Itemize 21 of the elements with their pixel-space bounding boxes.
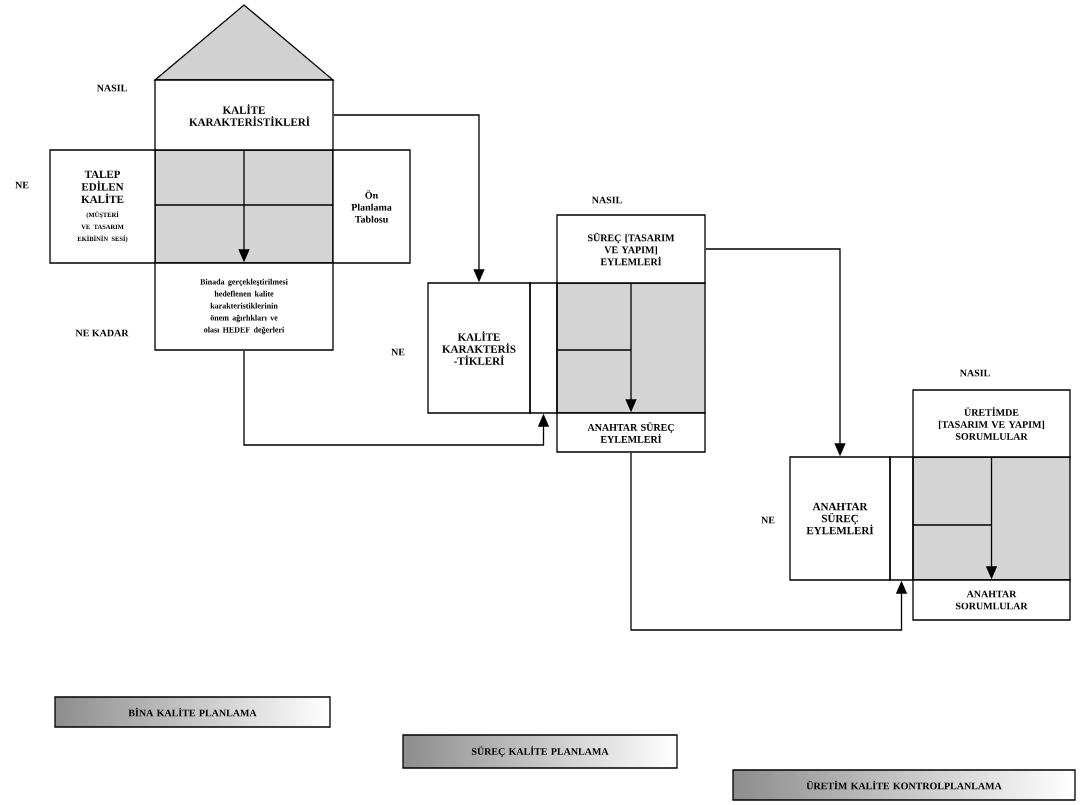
axis-label: NE	[761, 516, 775, 524]
result-box: ANAHTAR SORUMLULAR	[912, 579, 1071, 621]
heading-box: SÜREÇ [TASARIM VE YAPIM] EYLEMLERİ	[556, 214, 706, 284]
row-header-box: ANAHTAR SÜREÇ EYLEMLERİ	[789, 456, 891, 581]
target-box: Binada gerçekleştirilmesi hedeflenen kalite karakteristiklerinin önem ağırlıkları ve olası HEDEF değerleri	[154, 262, 334, 351]
axis-label: NASIL	[96, 84, 127, 92]
column-box	[529, 282, 558, 414]
result-box: ANAHTAR SÜREÇ EYLEMLERİ	[556, 412, 706, 453]
axis-label: NE	[15, 181, 29, 189]
banner: BİNA KALİTE PLANLAMA	[54, 696, 331, 728]
axis-label: NASIL	[591, 196, 622, 204]
heading-box: KALİTE KARAKTERİSTİKLERİ	[154, 79, 334, 151]
banner: SÜREÇ KALİTE PLANLAMA	[402, 734, 678, 769]
heading-box: ÜRETİMDE [TASARIM VE YAPIM] SORUMLULAR	[912, 389, 1071, 458]
side-box: Ön Planlama Tablosu	[332, 149, 411, 264]
banner: ÜRETİM KALİTE KONTROLPLANLAMA	[732, 769, 1076, 801]
axis-label: NE KADAR	[75, 329, 129, 337]
axis-label: NASIL	[959, 369, 990, 377]
row-header-box: KALİTE KARAKTERİS -TİKLERİ	[427, 282, 531, 414]
axis-label: NE	[391, 348, 405, 356]
column-box	[889, 456, 914, 581]
